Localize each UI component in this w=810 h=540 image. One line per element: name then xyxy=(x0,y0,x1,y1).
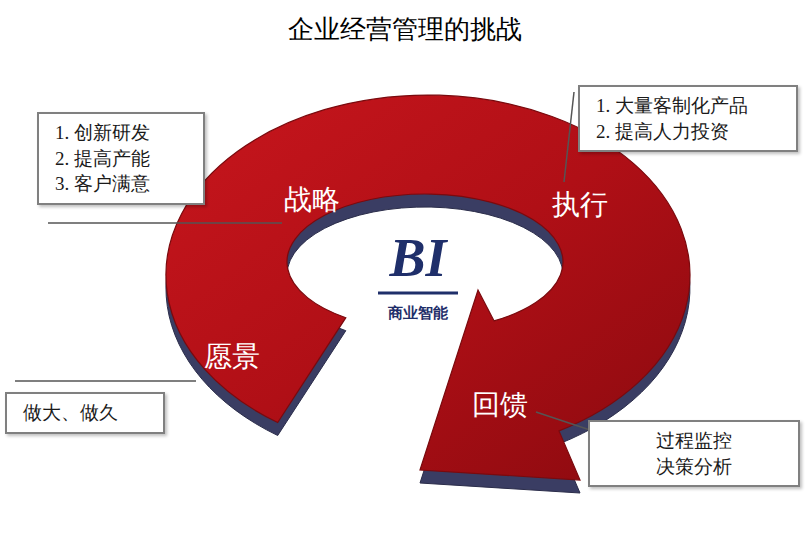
diagram-title: 企业经营管理的挑战 xyxy=(288,14,522,45)
stage-label: 愿景 xyxy=(204,343,260,371)
callout-box: 1. 创新研发2. 提高产能3. 客户满意 xyxy=(37,112,205,205)
callout-text: 1. 创新研发 xyxy=(55,120,187,146)
leader-line xyxy=(48,222,282,224)
callout-text: 决策分析 xyxy=(606,454,782,480)
callout-text: 过程监控 xyxy=(606,428,782,454)
leader-line xyxy=(536,412,590,430)
stage-label: 战略 xyxy=(284,186,340,214)
stage-label: 执行 xyxy=(552,191,608,219)
bi-subtitle: 商业智能 xyxy=(388,306,448,321)
bi-logo: BI xyxy=(389,231,446,285)
callout-text: 做大、做久 xyxy=(23,400,147,426)
leader-line xyxy=(564,92,574,182)
callout-text: 2. 提高人力投资 xyxy=(596,119,780,145)
callout-box: 过程监控决策分析 xyxy=(588,420,800,487)
stage-label: 回馈 xyxy=(472,391,528,419)
callout-text: 2. 提高产能 xyxy=(55,146,187,172)
bi-underline xyxy=(378,292,458,295)
leader-line xyxy=(15,380,196,382)
callout-text: 1. 大量客制化产品 xyxy=(596,93,780,119)
callout-box: 做大、做久 xyxy=(5,392,165,434)
callout-box: 1. 大量客制化产品2. 提高人力投资 xyxy=(578,85,798,152)
callout-text: 3. 客户满意 xyxy=(55,171,187,197)
